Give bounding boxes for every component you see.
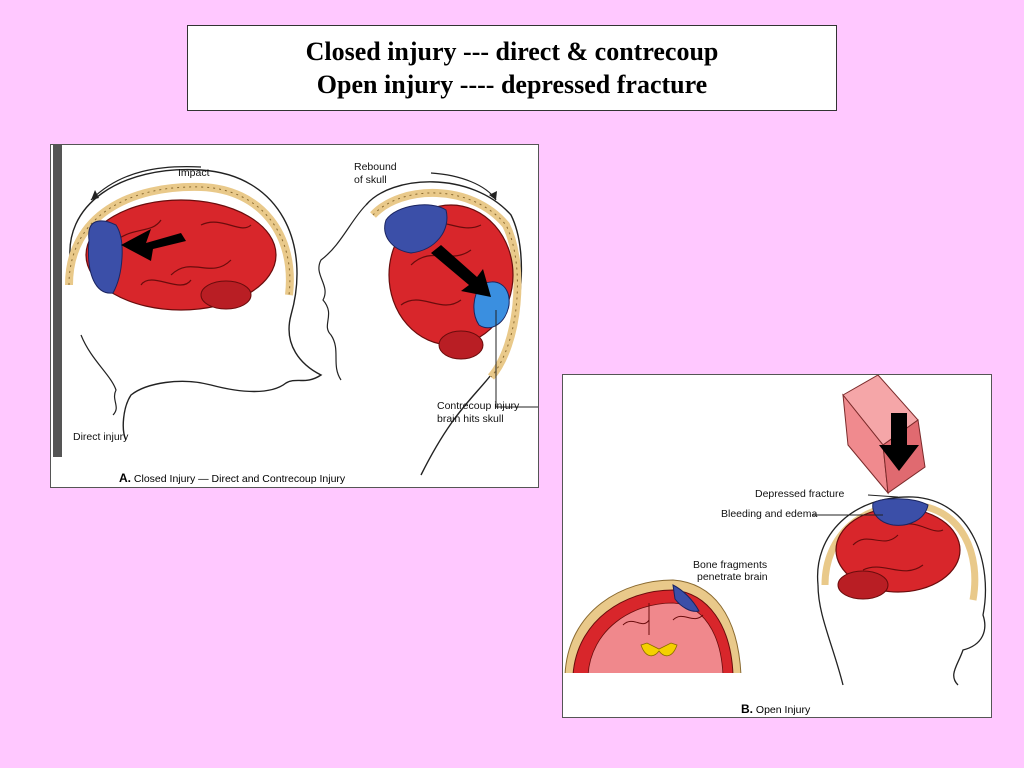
direct-injury-bruise [87, 220, 123, 294]
caption-b: B. Open Injury [741, 702, 810, 716]
label-direct-injury: Direct injury [73, 431, 129, 443]
label-depressed-fracture: Depressed fracture [755, 488, 845, 500]
rebound-bruise [384, 204, 448, 254]
contrecoup-arrow [431, 245, 491, 297]
label-rebound-line-1: Rebound [354, 161, 397, 173]
left-cerebellum [200, 280, 252, 310]
caption-a-letter: A. [119, 471, 131, 485]
label-bone-fragments-line-1: Bone fragments [693, 559, 768, 571]
caption-a: A. Closed Injury — Direct and Contrecoup… [119, 471, 345, 485]
right-cerebellum [438, 330, 484, 360]
right-face-outline [318, 204, 367, 381]
label-rebound-line-2: of skull [354, 174, 387, 186]
label-contrecoup-line-2: brain hits skull [437, 413, 504, 425]
contrecoup-leader-line [495, 310, 538, 408]
caption-a-text: Closed Injury — Direct and Contrecoup In… [133, 473, 346, 485]
force-down-arrow [879, 413, 919, 471]
label-bone-fragments-line-2: penetrate brain [697, 571, 768, 583]
direct-impact-arrow [121, 229, 186, 261]
slide-title-box: Closed injury --- direct & contrecoup Op… [187, 25, 837, 111]
caption-b-text: Open Injury [755, 704, 811, 716]
ventricles [640, 642, 678, 657]
closed-injury-illustration [53, 145, 538, 476]
cerebellum [837, 570, 889, 600]
label-contrecoup-line-1: Contrecoup injury [437, 400, 520, 412]
label-impact: Impact [178, 167, 210, 179]
right-skull [370, 188, 522, 380]
wall-bar [53, 145, 62, 457]
left-head-outline [69, 168, 323, 441]
caption-b-letter: B. [741, 702, 753, 716]
left-face-outline [80, 334, 117, 416]
title-line-2: Open injury ---- depressed fracture [316, 70, 708, 99]
bone-fragments [672, 584, 700, 612]
impact-direction-arrow [90, 166, 202, 201]
title-line-1: Closed injury --- direct & contrecoup [305, 37, 719, 66]
bleeding-edema [872, 498, 929, 526]
closed-injury-figure: Impact Rebound of skull Contrecoup injur… [50, 144, 539, 488]
open-injury-figure: Depressed fracture Bleeding and edema Bo… [562, 374, 992, 718]
open-injury-illustration [563, 375, 987, 717]
label-bleeding-edema: Bleeding and edema [721, 508, 818, 520]
